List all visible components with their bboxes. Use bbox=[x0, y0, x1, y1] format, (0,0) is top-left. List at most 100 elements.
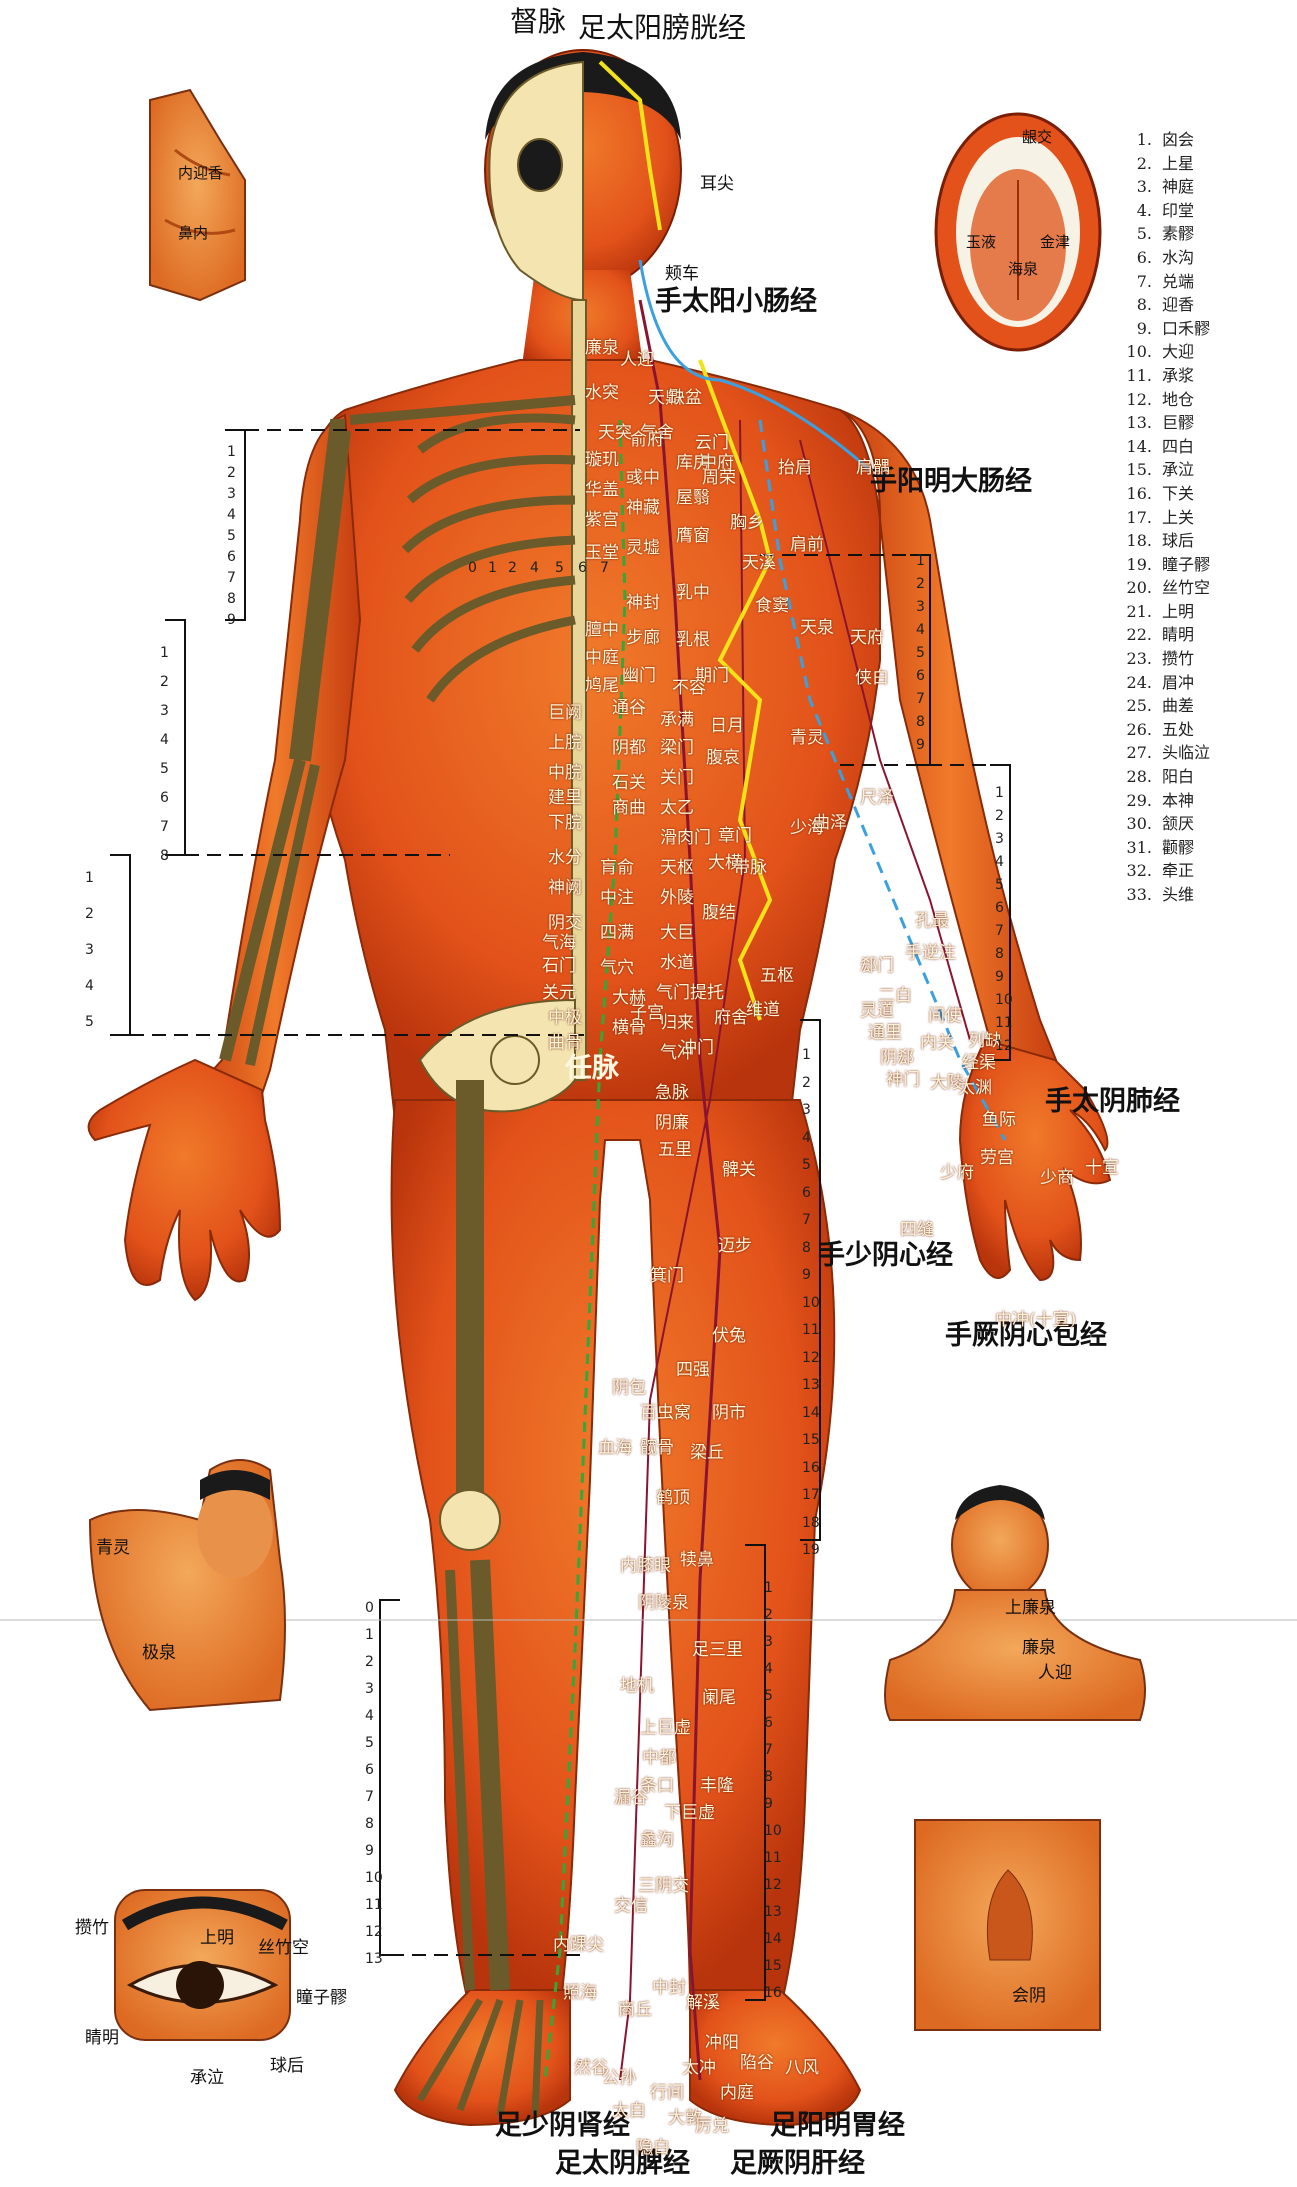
legend-item: 13.巨髎 bbox=[1122, 411, 1210, 435]
acupoint-label: 水突 bbox=[585, 385, 619, 402]
acupoint-label: 行间 bbox=[650, 2085, 684, 2102]
acupoint-label: 梁门 bbox=[660, 740, 694, 757]
acupoint-label: 间使 bbox=[928, 1008, 962, 1025]
legend-item: 5.素髎 bbox=[1122, 222, 1210, 246]
legend-item: 6.水沟 bbox=[1122, 246, 1210, 270]
legend-item: 22.睛明 bbox=[1122, 623, 1210, 647]
acupoint-label: 承满 bbox=[660, 712, 694, 729]
scale-tick: 12 bbox=[764, 1877, 782, 1893]
acupoint-label: 侠白 bbox=[855, 670, 889, 687]
scale-tick: 16 bbox=[764, 1985, 782, 2001]
acupoint-label: 灵道 bbox=[860, 1003, 894, 1020]
scale-tick: 13 bbox=[802, 1377, 820, 1393]
acupoint-label: 俞府 bbox=[630, 432, 664, 449]
acupoint-label: 犊鼻 bbox=[680, 1552, 714, 1569]
acupoint-label: 大巨 bbox=[660, 925, 694, 942]
acupoint-label: 交信 bbox=[614, 1898, 648, 1915]
scale-tick: 7 bbox=[365, 1789, 374, 1805]
acupoint-label: 上巨虚 bbox=[640, 1720, 691, 1737]
point-chengqi-inset: 承泣 bbox=[190, 2070, 224, 2087]
point-jiache: 颊车 bbox=[665, 266, 699, 283]
point-tongziliao-inset: 瞳子髎 bbox=[296, 1990, 347, 2007]
acupoint-label: 人迎 bbox=[620, 352, 654, 369]
legend-item: 14.四白 bbox=[1122, 435, 1210, 459]
legend-item: 8.迎香 bbox=[1122, 293, 1210, 317]
acupoint-label: 手逆注 bbox=[905, 945, 956, 962]
label-bladder-meridian: 足太阳膀胱经 bbox=[578, 14, 746, 42]
scale-tick: 6 bbox=[916, 668, 925, 684]
acupoint-label: 地机 bbox=[620, 1678, 654, 1695]
scale-tick: 3 bbox=[916, 599, 925, 615]
scale-tick: 11 bbox=[995, 1015, 1013, 1031]
acupoint-label: 期门 bbox=[695, 668, 729, 685]
point-jinjin: 金津 bbox=[1040, 235, 1070, 250]
scale-tick: 10 bbox=[995, 992, 1013, 1008]
point-jiquan: 极泉 bbox=[142, 1645, 176, 1662]
acupoint-label: 内踝尖 bbox=[553, 1937, 604, 1954]
acupoint-label: 五里 bbox=[658, 1142, 692, 1159]
acupoint-label: 水分 bbox=[548, 850, 582, 867]
scale-tick: 9 bbox=[764, 1796, 773, 1812]
acupoint-label: 缺盆 bbox=[668, 390, 702, 407]
acupoint-label: 箕门 bbox=[650, 1268, 684, 1285]
scale-tick: 5 bbox=[916, 645, 925, 661]
scale-tick: 6 bbox=[802, 1185, 811, 1201]
acupoint-label: 子宫 bbox=[630, 1005, 664, 1022]
legend-item: 16.下关 bbox=[1122, 482, 1210, 506]
acupoint-label: 肩髃 bbox=[856, 460, 890, 477]
scale-tick: 15 bbox=[802, 1432, 820, 1448]
inset-perineum bbox=[915, 1820, 1100, 2030]
scale-tick: 12 bbox=[995, 1038, 1013, 1054]
scale-tick: 13 bbox=[764, 1904, 782, 1920]
acupoint-label: 劳宫 bbox=[980, 1150, 1014, 1167]
acupoint-label: 中极 bbox=[548, 1010, 582, 1027]
scale-tick: 8 bbox=[227, 591, 236, 607]
scale-tick: 1 bbox=[160, 645, 169, 661]
scale-tick: 12 bbox=[365, 1924, 383, 1940]
acupoint-label: 漏谷 bbox=[614, 1790, 648, 1807]
acupoint-label: 乳中 bbox=[676, 585, 710, 602]
scale-tick: 4 bbox=[160, 732, 169, 748]
scale-tick: 2 bbox=[802, 1075, 811, 1091]
acupoint-label: 阴廉 bbox=[655, 1115, 689, 1132]
acupoint-label: 商曲 bbox=[612, 800, 646, 817]
acupoint-label: 中注 bbox=[600, 890, 634, 907]
acupoint-label: 气门 bbox=[656, 985, 690, 1002]
acupoint-label: 中都 bbox=[642, 1750, 676, 1767]
label-small-intestine: 手太阳小肠经 bbox=[655, 288, 817, 315]
acupoint-label: 髋骨 bbox=[640, 1440, 674, 1457]
scale-tick: 2 bbox=[995, 808, 1004, 824]
label-large-intestine: 手阳明大肠经 bbox=[870, 468, 1032, 495]
scale-tick: 3 bbox=[995, 831, 1004, 847]
scale-tick: 2 bbox=[160, 674, 169, 690]
numbered-point-legend: 1.囟会2.上星3.神庭4.印堂5.素髎6.水沟7.兑端8.迎香9.口禾髎10.… bbox=[1122, 128, 1210, 907]
acupoint-label: 章门 bbox=[718, 828, 752, 845]
scale-tick: 6 bbox=[365, 1762, 374, 1778]
point-yuye: 玉液 bbox=[966, 235, 996, 250]
acupoint-label: 阴郄 bbox=[880, 1050, 914, 1067]
acupoint-label: 天府 bbox=[850, 630, 884, 647]
legend-item: 24.眉冲 bbox=[1122, 671, 1210, 695]
acupoint-label: 鱼际 bbox=[982, 1112, 1016, 1129]
acupoint-label: 灵墟 bbox=[626, 540, 660, 557]
scale-tick: 8 bbox=[802, 1240, 811, 1256]
scale-tick: 13 bbox=[365, 1951, 383, 1967]
acupoint-label: 内关 bbox=[920, 1035, 954, 1052]
scale-tick: 7 bbox=[764, 1742, 773, 1758]
scale-tick: 11 bbox=[764, 1850, 782, 1866]
scale-tick: 2 bbox=[916, 576, 925, 592]
legend-item: 20.丝竹空 bbox=[1122, 576, 1210, 600]
acupoint-label: 少海 bbox=[790, 820, 824, 837]
scale-tick: 1 bbox=[802, 1047, 811, 1063]
scale-tick: 8 bbox=[365, 1816, 374, 1832]
acupoint-label: 气海 bbox=[542, 935, 576, 952]
scale-tick: 8 bbox=[916, 714, 925, 730]
acupoint-label: 建里 bbox=[548, 790, 582, 807]
scale-tick: 5 bbox=[365, 1735, 374, 1751]
acupoint-label: 太渊 bbox=[958, 1080, 992, 1097]
acupoint-label: 巨阙 bbox=[548, 705, 582, 722]
acupoint-label: 中封 bbox=[652, 1980, 686, 1997]
acupoint-label: 神阙 bbox=[548, 880, 582, 897]
point-cuanzhu-inset: 攒竹 bbox=[75, 1920, 109, 1937]
acupoint-label: 下巨虚 bbox=[664, 1805, 715, 1822]
